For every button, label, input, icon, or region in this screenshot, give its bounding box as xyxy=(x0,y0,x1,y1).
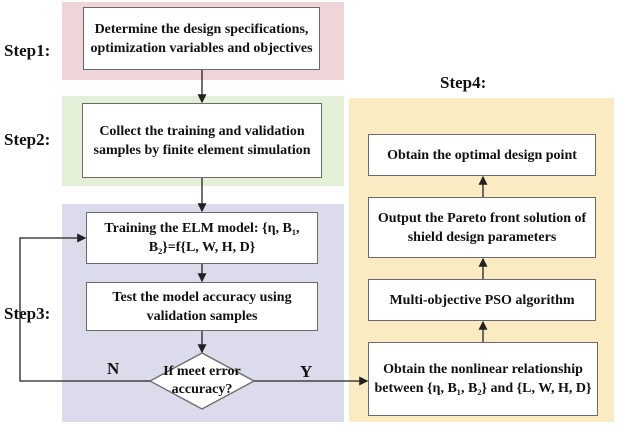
obtain-relationship-box: Obtain the nonlinear relationship betwee… xyxy=(368,342,598,416)
step2-label: Step2: xyxy=(4,130,51,149)
test-accuracy-box: Test the model accuracy using validation… xyxy=(86,282,318,331)
optimal-point-box: Obtain the optimal design point xyxy=(368,134,596,176)
determine-specs-box: Determine the design specifications, opt… xyxy=(83,7,320,70)
decision-text: If meet error accuracy? xyxy=(163,364,241,397)
step3-label: Step3: xyxy=(4,304,51,323)
step1-label: Step1: xyxy=(4,41,51,60)
step4-label: Step4: xyxy=(440,73,487,92)
train-elm-box: Training the ELM model: {η, B₁, B₂}=f{L,… xyxy=(86,212,318,264)
yes-label: Y xyxy=(300,362,313,381)
collect-samples-box: Collect the training and validation samp… xyxy=(82,103,322,178)
pareto-output-box: Output the Pareto front solution of shie… xyxy=(368,197,596,258)
no-label: N xyxy=(107,359,120,378)
pso-algorithm-box: Multi-objective PSO algorithm xyxy=(368,279,596,321)
